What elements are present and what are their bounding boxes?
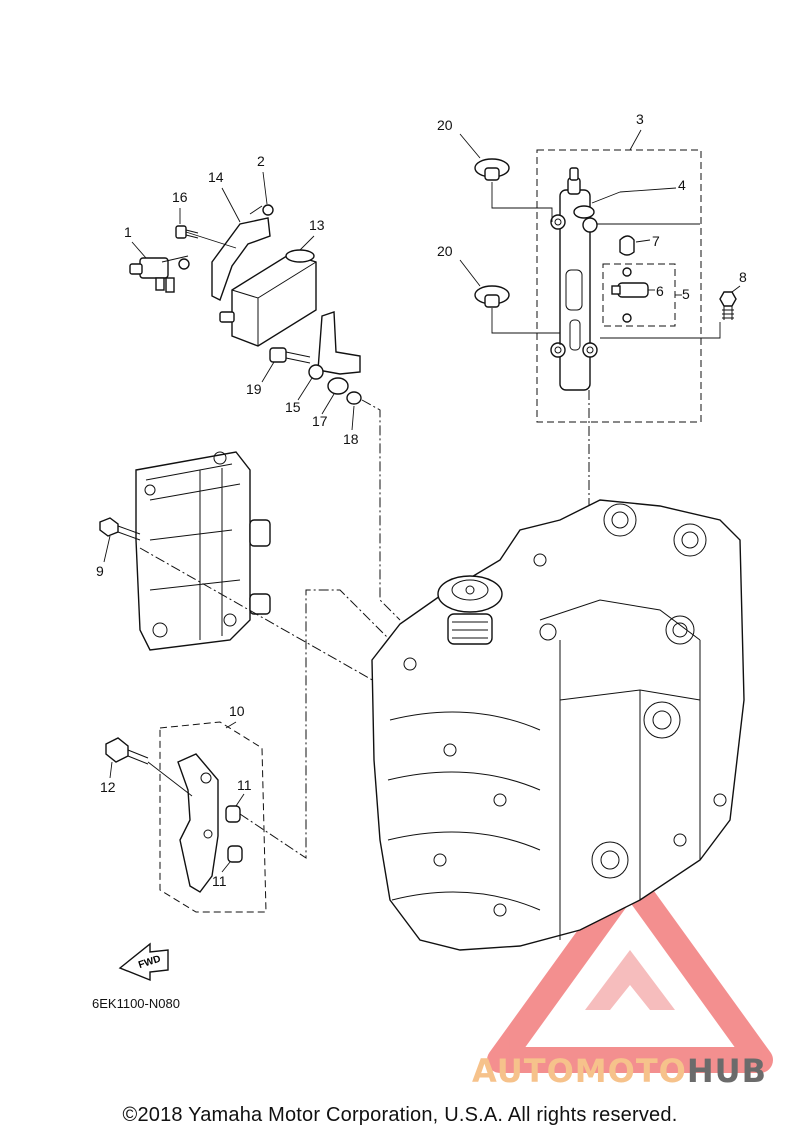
callout-11b: 11: [212, 873, 227, 889]
collar-11-upper: [225, 805, 241, 823]
callout-11a: 11: [237, 777, 252, 793]
callout-3: 3: [636, 111, 644, 127]
watermark-brand-b: HUB: [686, 1052, 768, 1090]
upper-mount-bracket: [99, 451, 391, 691]
callout-18: 18: [343, 431, 359, 447]
callout-17: 17: [312, 413, 328, 429]
callout-14: 14: [208, 169, 224, 185]
callout-16: 16: [172, 189, 188, 205]
collar-15: [308, 364, 324, 380]
injector-6: [611, 267, 649, 323]
callout-4: 4: [678, 177, 686, 193]
callout-8: 8: [739, 269, 747, 285]
grommet-17: [327, 377, 349, 395]
plate-group: [105, 589, 411, 913]
callout-13: 13: [309, 217, 325, 233]
diagram-code: 6EK1100-N080: [92, 996, 180, 1011]
bolt-12: [105, 737, 149, 765]
plate-dashed-box: [159, 721, 267, 913]
bolt-8: [719, 291, 737, 320]
fwd-arrow: FWD: [118, 942, 169, 982]
callout-7: 7: [652, 233, 660, 249]
hose-clamp-20-lower: [474, 285, 510, 308]
clip-7: [619, 235, 635, 256]
solenoid-valve-1: [129, 257, 190, 293]
collar-11-lower: [227, 845, 243, 863]
watermark-text: AUTOMOTOHUB: [472, 1052, 767, 1090]
canister-13: [219, 249, 317, 347]
callout-6: 6: [656, 283, 664, 299]
collar-18: [346, 391, 362, 405]
callout-2: 2: [257, 153, 265, 169]
callouts: 1 2 3 4 5 6 7 8 9 10 11 11 12 13 14 15 1…: [96, 111, 747, 889]
callout-19: 19: [246, 381, 262, 397]
callout-9: 9: [96, 563, 104, 579]
vapor-group: [129, 204, 401, 621]
callout-20a: 20: [437, 117, 453, 133]
plate-10: [177, 753, 219, 893]
callout-15: 15: [285, 399, 301, 415]
bolt-19: [269, 347, 311, 364]
callout-10: 10: [229, 703, 245, 719]
hose-clamp-20-upper: [474, 158, 510, 181]
callout-12: 12: [100, 779, 116, 795]
bolt-2: [262, 204, 274, 216]
automotohub-logo: [487, 867, 773, 1073]
bracket-14: [211, 217, 271, 301]
fuel-rail-cap-4: [573, 205, 595, 219]
fuel-rail-group: [474, 149, 737, 510]
callout-20b: 20: [437, 243, 453, 259]
engine-block: [371, 499, 745, 951]
fuel-rail-dashed-box: [536, 149, 702, 423]
bolt-9: [99, 517, 141, 541]
watermark-brand-a: AUTOMOTO: [472, 1052, 687, 1090]
callout-5: 5: [682, 286, 690, 302]
copyright-notice: ©2018 Yamaha Motor Corporation, U.S.A. A…: [122, 1104, 678, 1126]
callout-1: 1: [124, 224, 132, 240]
bracket-15-arm: [317, 311, 361, 375]
